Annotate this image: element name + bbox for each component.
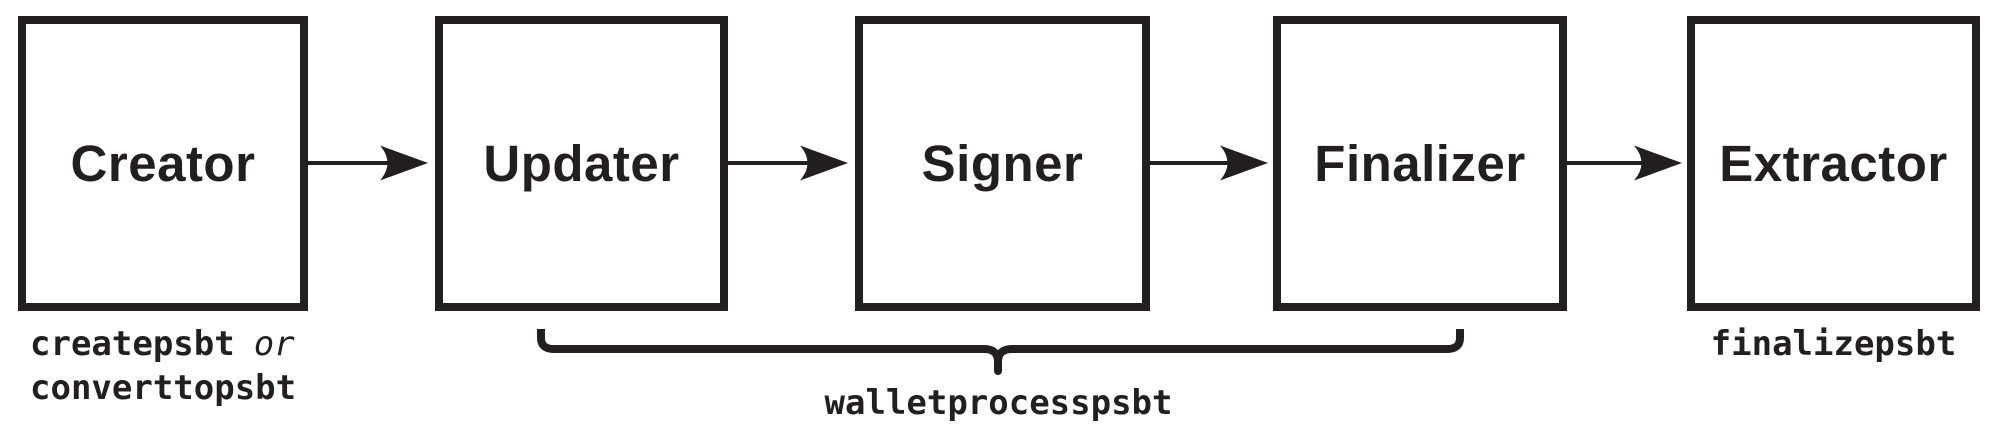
walletprocesspsbt-caption: walletprocesspsbt: [824, 383, 1173, 423]
stage-box-updater: Updater: [435, 16, 728, 311]
stage-label-updater: Updater: [483, 135, 680, 192]
stage-label-signer: Signer: [921, 135, 1084, 192]
finalizepsbt-caption: finalizepsbt: [1710, 324, 1957, 364]
creator-caption: createpsbt or converttopsbt: [30, 322, 296, 410]
stage-box-signer: Signer: [855, 16, 1150, 311]
curly-brace-icon: [537, 329, 1464, 375]
creator-caption-code1: createpsbt: [30, 324, 235, 364]
creator-caption-code2: converttopsbt: [30, 368, 297, 408]
flow-arrow-icon: [728, 145, 848, 181]
stage-label-creator: Creator: [70, 135, 256, 192]
flow-arrow-icon: [1150, 145, 1268, 181]
stage-label-extractor: Extractor: [1719, 135, 1948, 192]
flow-arrow-icon: [1567, 145, 1682, 181]
creator-caption-line1: createpsbt or: [30, 322, 296, 366]
stage-label-finalizer: Finalizer: [1314, 135, 1526, 192]
stage-box-extractor: Extractor: [1687, 16, 1980, 311]
stage-box-creator: Creator: [18, 16, 308, 311]
stage-box-finalizer: Finalizer: [1273, 16, 1567, 311]
flow-arrow-icon: [308, 145, 428, 181]
creator-caption-conjunction: or: [253, 324, 295, 364]
